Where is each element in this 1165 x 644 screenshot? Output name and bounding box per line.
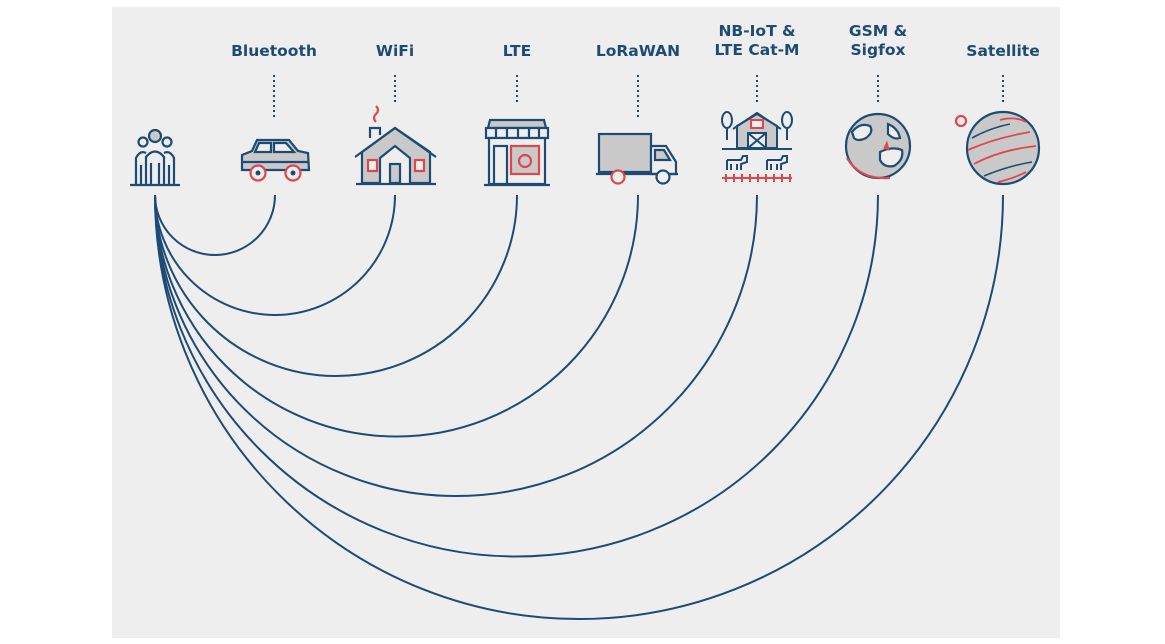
globe-icon — [844, 112, 912, 180]
label-wifi: WiFi — [375, 42, 415, 60]
car-icon — [240, 138, 311, 182]
people-group-icon — [130, 128, 180, 187]
arc-lte — [154, 194, 518, 378]
delivery-truck-icon — [596, 132, 678, 185]
label-lte: LTE — [502, 42, 532, 60]
planet-icon — [954, 110, 1041, 186]
label-lorawan: LoRaWAN — [595, 42, 681, 60]
arc-nbiot-ltecatm — [154, 194, 758, 498]
dotted-connectors — [273, 75, 1004, 118]
arc-lorawan — [154, 194, 639, 438]
arc-bluetooth — [154, 194, 276, 257]
arc-gsm-sigfox — [154, 194, 879, 558]
storefront-icon — [484, 118, 550, 187]
diagram-canvas — [112, 7, 1060, 638]
label-gsm-sigfox: GSM & Sigfox — [848, 22, 908, 59]
label-satellite: Satellite — [966, 42, 1040, 60]
label-nbiot-ltecatm: NB-IoT & LTE Cat-M — [714, 22, 800, 59]
farm-icon — [721, 111, 793, 182]
house-icon — [354, 105, 437, 186]
arc-satellite — [154, 194, 1004, 621]
label-bluetooth: Bluetooth — [231, 42, 317, 60]
arc-wifi — [154, 194, 396, 317]
